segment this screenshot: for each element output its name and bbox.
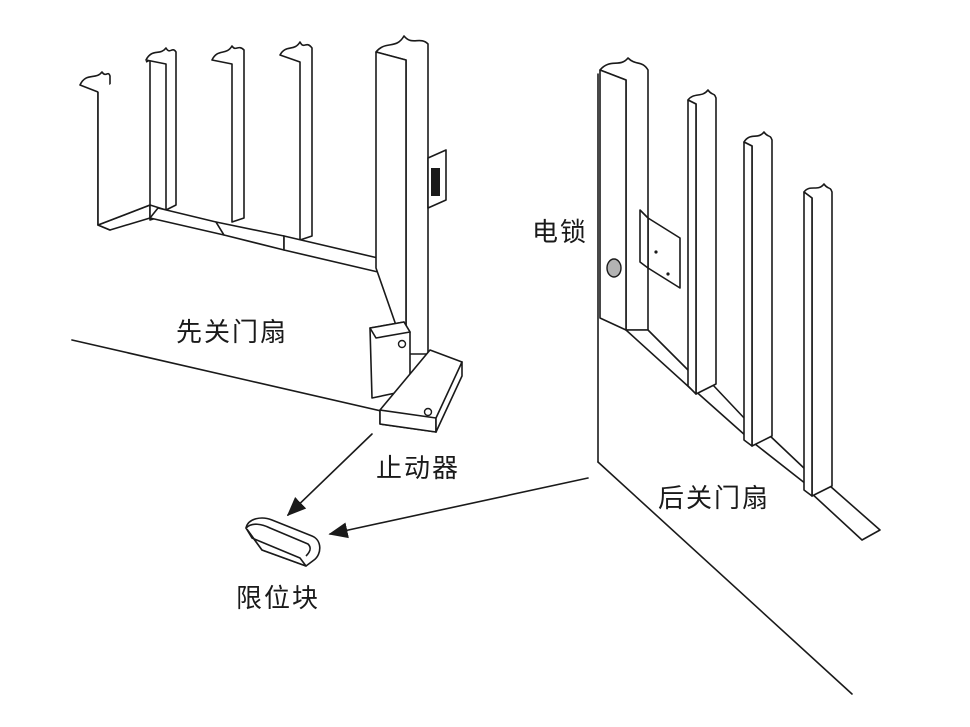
arrow-stopper-to-block: [286, 433, 373, 517]
right-rail-4: [809, 485, 881, 541]
right-main-stile: [599, 57, 649, 331]
second-closing-leaf: [597, 57, 881, 695]
right-rail-1: [625, 329, 691, 389]
lock-box-right: [647, 217, 681, 289]
label-limit-block: 限位块: [236, 584, 321, 614]
label-second-closing-leaf: 后关门扇: [658, 484, 771, 514]
label-stopper: 止动器: [376, 454, 461, 484]
ground-line-right: [597, 461, 853, 695]
picket-2: [145, 47, 177, 211]
right-picket-2: [743, 131, 773, 447]
electric-lock-dot: [606, 258, 622, 278]
label-first-closing-leaf: 先关门扇: [176, 318, 289, 348]
right-picket-3: [803, 183, 833, 497]
picket-3: [211, 45, 245, 223]
picket-4-base: [283, 235, 379, 273]
right-picket-1: [687, 89, 717, 395]
main-stile: [375, 35, 429, 355]
limit-block: [245, 517, 321, 567]
ground-line-left: [71, 339, 391, 414]
picket-2-base: [149, 207, 225, 236]
picket-3-base: [215, 221, 285, 251]
picket-4: [279, 41, 313, 241]
lock-slot: [431, 168, 440, 196]
first-closing-leaf: [71, 35, 463, 433]
label-electric-lock: 电锁: [532, 218, 589, 248]
arrow-leaf-to-block: [328, 477, 589, 539]
